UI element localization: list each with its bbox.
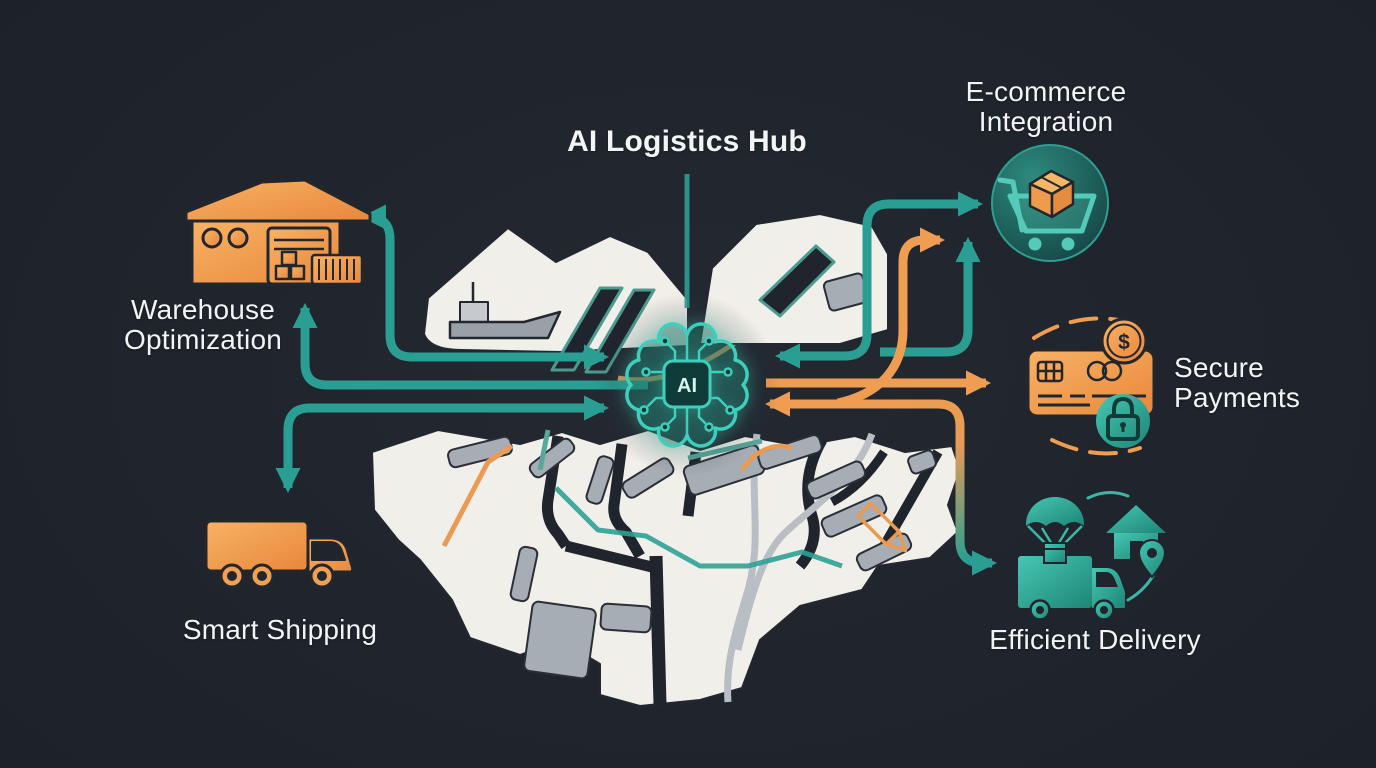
secure-payments-label-line2: Payments <box>1174 381 1301 413</box>
dollar-coin-icon: $ <box>1100 317 1148 365</box>
delivery-truck-icon <box>1018 542 1125 621</box>
warehouse-icon <box>184 178 372 286</box>
ai-chip-label: AI <box>677 375 697 397</box>
arrow-hub-warehouse-up <box>292 302 648 390</box>
efficient-delivery-label: Efficient Delivery <box>989 624 1201 655</box>
ai-chip <box>662 359 712 409</box>
ai-brain-chip-icon: AI <box>625 322 749 448</box>
flow-arrows <box>275 174 998 576</box>
credit-card-coin-lock-icon: $ <box>1026 316 1156 456</box>
ecommerce-label-line1: E-commerce <box>965 76 1127 107</box>
location-pin-icon <box>1137 538 1167 579</box>
arrow-hub-ecommerce <box>774 191 984 369</box>
arrow-hub-shipping <box>275 395 610 494</box>
package-box-icon <box>1028 169 1075 219</box>
page-title: AI Logistics Hub <box>567 125 807 158</box>
arrow-hub-warehouse <box>360 204 610 370</box>
ecommerce-label: E-commerce Integration <box>966 77 1127 137</box>
smart-shipping-label: Smart Shipping <box>182 614 378 645</box>
coin-symbol: $ <box>1118 331 1130 354</box>
parachute-truck-house-pin-icon <box>1018 491 1167 621</box>
warehouse-label: Warehouse Optimization <box>124 295 282 355</box>
warehouse-label-line1: Warehouse <box>131 294 275 325</box>
parachute-icon <box>1026 497 1084 547</box>
secure-payments-label: Secure Payments <box>1174 353 1300 413</box>
arrow-delivery-ecommerce <box>880 236 981 357</box>
arrow-branch-ecommerce <box>836 227 946 408</box>
ecommerce-label-line2: Integration <box>978 105 1114 137</box>
ai-hub: AI <box>595 293 779 477</box>
shopping-cart-with-box-icon <box>991 144 1109 262</box>
secure-payments-label-line1: Secure <box>1174 352 1264 383</box>
lock-badge-icon <box>1096 394 1150 448</box>
truck-icon <box>204 519 355 589</box>
arrow-hub-delivery <box>764 391 998 576</box>
warehouse-label-line2: Optimization <box>123 323 283 355</box>
